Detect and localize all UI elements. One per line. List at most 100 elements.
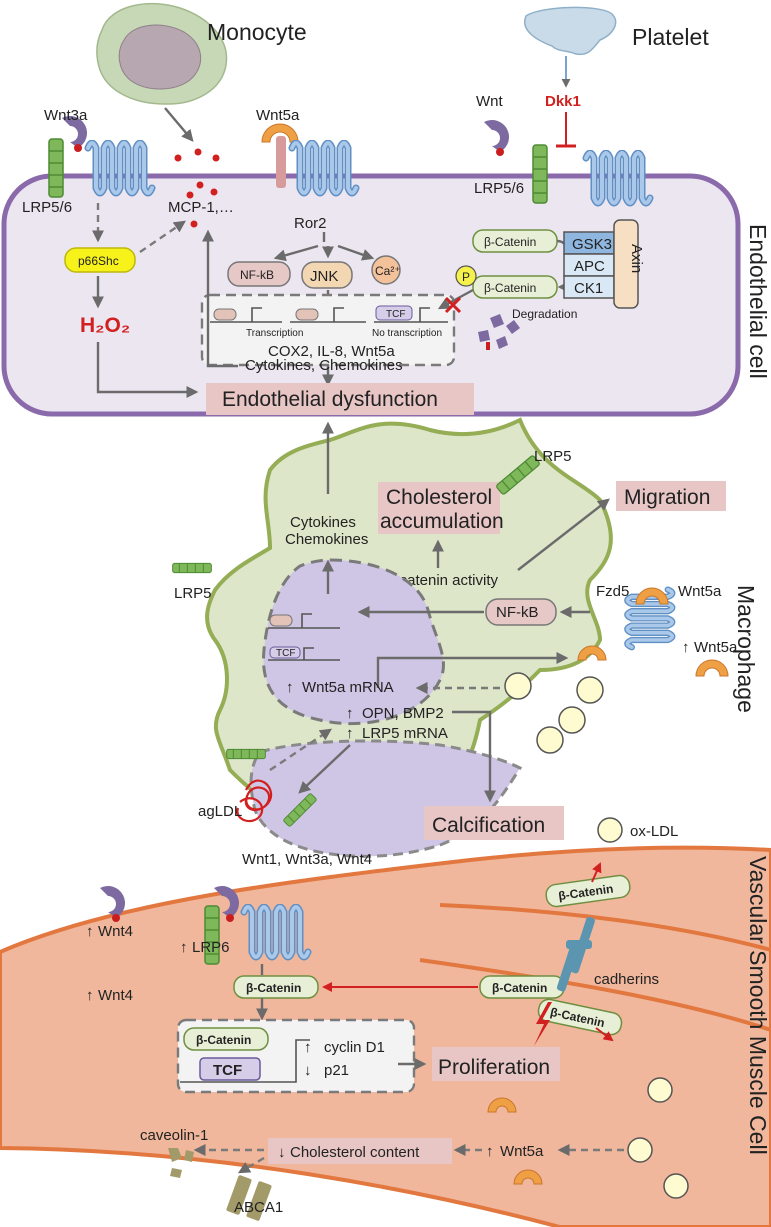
- calcification-box: [424, 806, 564, 840]
- gene-diagram-top: [210, 307, 448, 323]
- chol-acc-label-1: Cholesterol: [386, 486, 492, 509]
- opn-label: OPN, BMP2: [362, 705, 444, 722]
- mcp1-label: MCP-1,…: [168, 199, 234, 216]
- oxldl-particles-vsmc: [627, 1077, 689, 1199]
- ror2-label: Ror2: [294, 215, 327, 232]
- migration-label: Migration: [624, 486, 710, 509]
- bcat-v3-label: β-Catenin: [492, 981, 547, 995]
- lrp5-mrna-arrow: ↑: [346, 725, 354, 742]
- opn-arrow: ↑: [346, 705, 354, 722]
- phospho-icon: [455, 265, 477, 287]
- calcification-label: Calcification: [432, 814, 545, 837]
- wnt-bound-ligand-icon: [214, 886, 239, 918]
- apc-label: APC: [574, 258, 605, 275]
- macrophage-label: Macrophage: [733, 585, 759, 713]
- frizzled-left-icon: [88, 143, 152, 193]
- h2o2-to-dysfunction-arrow: [96, 342, 199, 398]
- wnt-top-ligand-icon: [484, 119, 510, 152]
- gsk3-label: GSK3: [572, 236, 612, 253]
- oxldl-particles-macrophage: [504, 672, 604, 754]
- tcf-v-label: TCF: [213, 1062, 242, 1079]
- endothelial-dysfunction-label: Endothelial dysfunction: [222, 388, 438, 411]
- axin-label: Axin: [628, 244, 645, 273]
- caveolin-label: caveolin-1: [140, 1127, 208, 1144]
- cox2-label: COX2, IL-8, Wnt5a: [268, 343, 395, 360]
- monocyte-nucleus: [118, 24, 202, 90]
- lrp5-top-label: LRP5: [534, 448, 572, 465]
- vsmc-label: Vascular Smooth Muscle Cell: [745, 856, 771, 1155]
- nfkb-mac-label: NF-kB: [496, 604, 539, 621]
- migration-box: [616, 481, 726, 511]
- monocyte-label: Monocyte: [207, 19, 307, 45]
- caveolin-icon: [168, 1148, 194, 1178]
- axin-box: [613, 219, 639, 309]
- wnt5a-mac-label: Wnt5a: [678, 583, 722, 600]
- lrp6-label: LRP6: [192, 939, 230, 956]
- cadherins-label: cadherins: [594, 971, 659, 988]
- chol-acc-label-2: accumulation: [380, 510, 504, 533]
- platelet-cell: [523, 6, 617, 56]
- abca1-icon: [226, 1175, 272, 1221]
- tcf-top-label: TCF: [386, 309, 405, 320]
- tcf-v-box: [199, 1057, 261, 1081]
- chol-content-arrow: ↓: [278, 1144, 286, 1161]
- degraded-fragments-icon: [478, 314, 520, 350]
- bcat-v1-box: [233, 975, 319, 999]
- wnt5a-vsmc-icon-1: [487, 1097, 517, 1113]
- agldl-aggregate-icon: [236, 779, 273, 823]
- mcp1-dots: [174, 148, 220, 228]
- oxldl-label: ox-LDL: [630, 823, 678, 840]
- no-transcription-label: No transcription: [372, 328, 442, 339]
- nfkb-mac-box: [485, 598, 557, 626]
- abca1-label: ABCA1: [234, 1199, 283, 1216]
- dkk1-label: Dkk1: [545, 93, 581, 110]
- agldl-label: agLDL: [198, 803, 242, 820]
- p66shc-box: [64, 247, 136, 273]
- ror2-receptor-icon: [276, 136, 286, 188]
- wnt5a-v-arrow: ↑: [486, 1143, 494, 1160]
- jnk-box: [301, 261, 353, 289]
- nfkb-top-label: NF-kB: [240, 268, 274, 282]
- lrp56-left-icon: [48, 138, 64, 198]
- lrp56-right-label: LRP5/6: [474, 180, 524, 197]
- endothelial-dysfunction-box: [206, 383, 474, 415]
- vsmc-boundary-lower: [419, 958, 771, 1032]
- jnk-label: JNK: [310, 268, 338, 285]
- calcium-icon: [371, 255, 401, 285]
- lrp56-right-icon: [532, 144, 548, 204]
- frizzled-middle-icon: [292, 143, 356, 193]
- wnt5a-bound-icon: [635, 587, 669, 605]
- frizzled-right-icon: [586, 153, 650, 203]
- wnt5a-mrna-arrow: ↑: [286, 679, 294, 696]
- proliferation-label: Proliferation: [438, 1056, 550, 1079]
- transcription-label: Transcription: [246, 328, 303, 339]
- bcat-v2-label: β-Catenin: [196, 1033, 251, 1047]
- cholesterol-accumulation-box: [378, 482, 500, 534]
- lrp5-left-icon: [172, 562, 212, 574]
- wnt4-b-label: Wnt4: [98, 987, 133, 1004]
- lrp5-cell-icon: [226, 748, 266, 760]
- proliferation-box: [432, 1047, 560, 1081]
- degradation-label: Degradation: [512, 307, 577, 321]
- frizzled-vsmc-icon: [244, 907, 308, 957]
- wnt5a-vsmc-icon-2: [513, 1169, 543, 1185]
- cadherins-icon: [556, 916, 595, 992]
- wnt4-free-ligand-icon: [100, 885, 126, 918]
- oxldl-legend-icon: [597, 817, 623, 843]
- block-cross-icon: [444, 296, 462, 314]
- endothelial-cell-label: Endothelial cell: [745, 224, 771, 379]
- vsmc-boundary-upper: [439, 903, 771, 952]
- wnt4-b-arrow: ↑: [86, 987, 94, 1004]
- monocyte-to-mcp1-arrow: [164, 107, 194, 142]
- wnt3a-ligand-icon: [62, 115, 88, 148]
- cytokines-top-label: Cytokines, Chemokines: [245, 357, 403, 374]
- wnt5a-free-icon: [695, 659, 729, 677]
- wnt-top-label: Wnt: [476, 93, 504, 110]
- cholesterol-content-box: [268, 1138, 452, 1164]
- nfkb-top-box: [227, 261, 291, 287]
- bcat-v1-label: β-Catenin: [246, 981, 301, 995]
- bcat-v4-box: [545, 874, 631, 908]
- lrp5-mrna-label: LRP5 mRNA: [362, 725, 448, 742]
- bcat-2-label: β-Catenin: [484, 281, 536, 295]
